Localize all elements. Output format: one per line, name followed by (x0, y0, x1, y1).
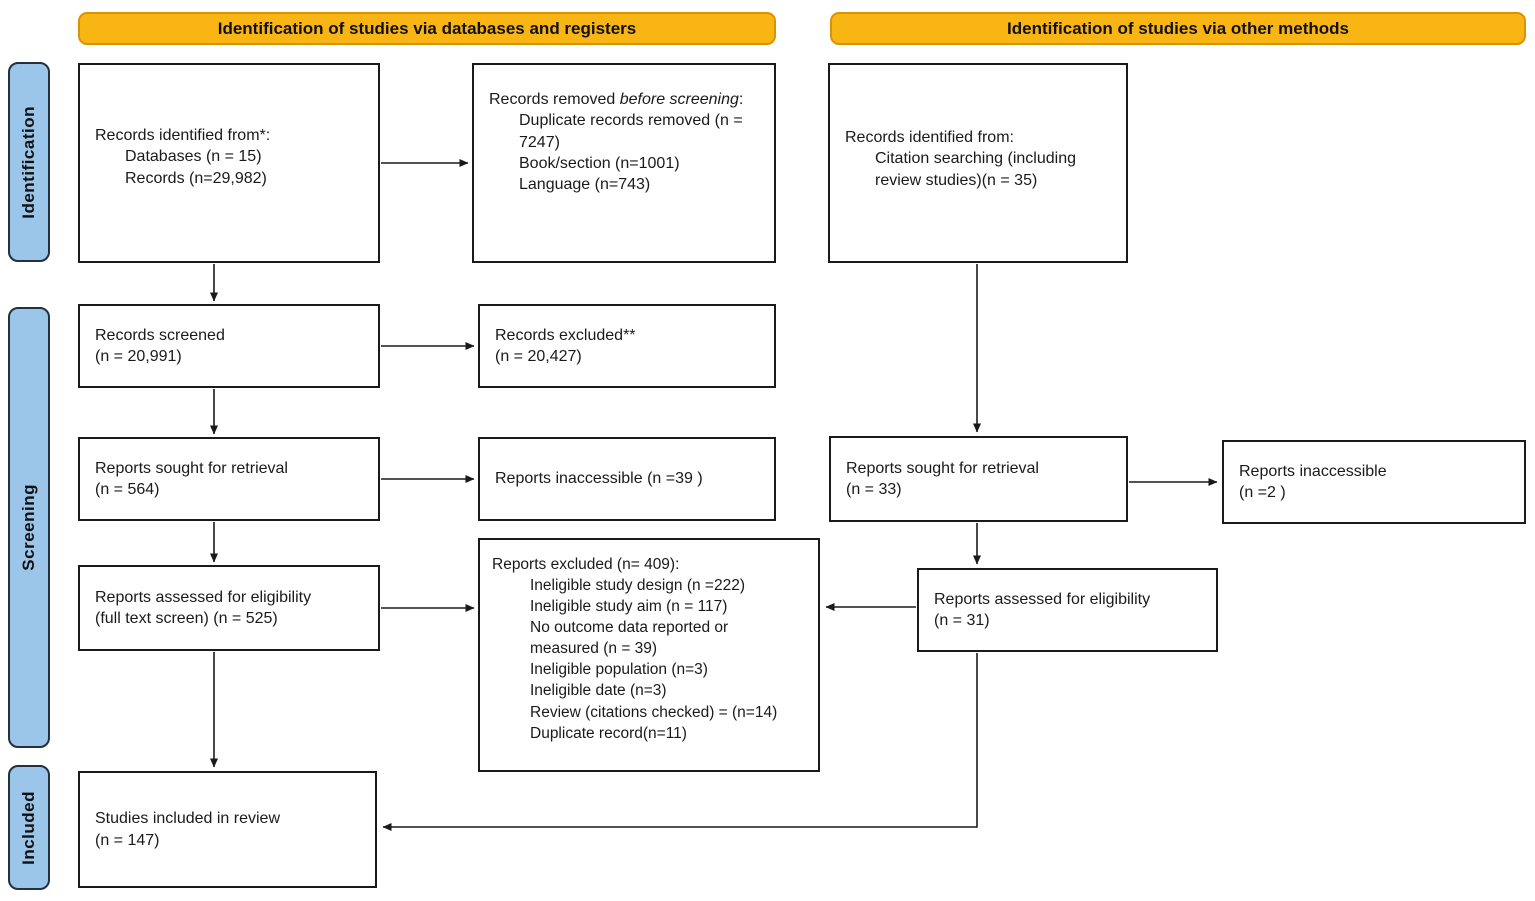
header-databases-registers: Identification of studies via databases … (78, 12, 776, 45)
title-roman: Records removed (489, 91, 620, 108)
box-item: Book/section (n=1001) (519, 154, 680, 172)
box-line: (n = 147) (95, 831, 160, 849)
box-line: Records excluded** (495, 326, 636, 344)
header-other-methods: Identification of studies via other meth… (830, 12, 1526, 45)
box-records-removed-before-screening: Records removed before screening: Duplic… (472, 63, 776, 263)
box-records-identified-other: Records identified from: Citation search… (828, 63, 1128, 263)
box-line: Reports sought for retrieval (846, 459, 1039, 477)
box-item: Databases (n = 15) (125, 148, 262, 166)
box-title: Records identified from*: (95, 127, 271, 145)
box-line: Records screened (95, 326, 225, 344)
phase-label-included: Included (8, 765, 50, 890)
box-title: Records identified from: (845, 129, 1014, 147)
phase-label-identification: Identification (8, 62, 50, 262)
box-item: Records (n=29,982) (125, 169, 267, 187)
box-line: (n = 33) (846, 481, 902, 498)
box-item: Ineligible date (n=3) (530, 682, 667, 700)
box-item: Review (citations checked) = (n=14) (530, 703, 778, 721)
box-item: Duplicate records removed (n = 7247) (519, 112, 743, 151)
box-reports-assessed-databases: Reports assessed for eligibility (full t… (78, 565, 380, 651)
box-line: Reports inaccessible (1239, 462, 1387, 480)
box-title: Reports excluded (n= 409): (492, 556, 680, 573)
phase-label-included-text: Included (19, 790, 38, 865)
box-records-screened: Records screened (n = 20,991) (78, 304, 380, 388)
box-item: Language (n=743) (519, 176, 651, 194)
box-line: Studies included in review (95, 810, 280, 828)
title-italic: before screening (619, 91, 739, 108)
box-reports-sought-databases: Reports sought for retrieval (n = 564) (78, 437, 380, 521)
title-colon: : (738, 91, 744, 108)
box-records-excluded: Records excluded** (n = 20,427) (478, 304, 776, 388)
box-item: Duplicate record(n=11) (530, 724, 687, 742)
box-item: No outcome data reported or measured (n … (530, 619, 729, 658)
box-reports-excluded-reasons: Reports excluded (n= 409): Ineligible st… (478, 538, 820, 772)
box-reports-assessed-other: Reports assessed for eligibility (n = 31… (917, 568, 1218, 652)
box-item: Ineligible population (n=3) (530, 661, 708, 679)
box-records-identified-databases: Records identified from*: Databases (n =… (78, 63, 380, 263)
box-line: (n = 564) (95, 481, 160, 498)
phase-label-screening: Screening (8, 307, 50, 748)
box-line: Reports assessed for eligibility (95, 588, 312, 606)
phase-label-screening-text: Screening (19, 484, 38, 571)
box-line: (n = 31) (934, 612, 990, 629)
box-line: (n = 20,991) (95, 348, 182, 365)
box-item: Ineligible study aim (n = 117) (530, 598, 728, 616)
box-line: Reports sought for retrieval (95, 459, 288, 477)
box-reports-inaccessible-databases: Reports inaccessible (n =39 ) (478, 437, 776, 521)
box-title: Records removed before screening: (489, 89, 764, 110)
phase-label-identification-text: Identification (19, 105, 38, 219)
box-line: (n = 20,427) (495, 348, 582, 365)
box-studies-included: Studies included in review (n = 147) (78, 771, 377, 888)
box-line: (full text screen) (n = 525) (95, 610, 278, 627)
box-line: Reports assessed for eligibility (934, 590, 1151, 608)
box-reports-inaccessible-other: Reports inaccessible (n =2 ) (1222, 440, 1526, 524)
box-reports-sought-other: Reports sought for retrieval (n = 33) (829, 436, 1128, 522)
box-item: Citation searching (including review stu… (875, 150, 1076, 189)
box-line: (n =2 ) (1239, 484, 1286, 501)
box-line: Reports inaccessible (n =39 ) (495, 470, 703, 488)
box-item: Ineligible study design (n =222) (530, 577, 745, 595)
